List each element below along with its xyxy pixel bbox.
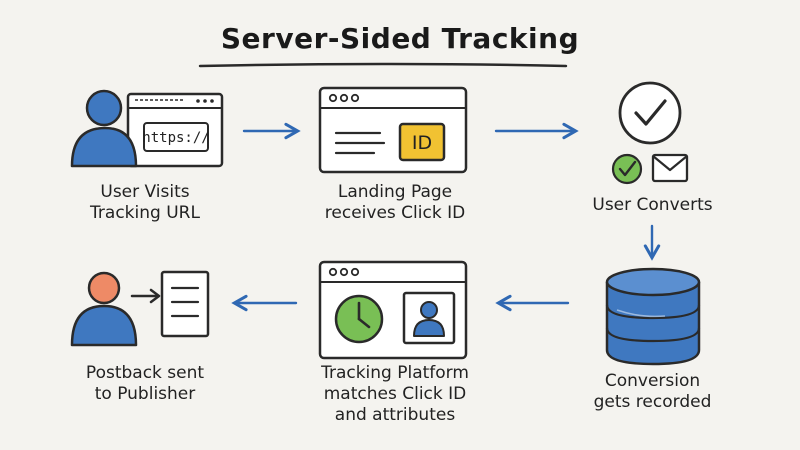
step-label-line: Conversion	[604, 371, 701, 391]
step-label-line: User Visits	[100, 182, 190, 202]
step-label-line: Tracking URL	[90, 203, 200, 223]
step-label-conversion-recorded: Conversion gets recorded	[565, 371, 740, 413]
arrow-into-list-icon	[130, 288, 161, 304]
step-label-line: matches Click ID	[323, 384, 467, 404]
envelope-icon	[651, 153, 689, 183]
step-label-user-converts: User Converts	[565, 195, 740, 216]
user-visits-illustration	[70, 89, 224, 168]
clock-icon	[334, 294, 384, 344]
title-underline	[198, 62, 568, 68]
step-label-landing-page: Landing Page receives Click ID	[300, 182, 490, 224]
browser-window-icon	[126, 92, 224, 168]
step-label-line: Postback sent	[85, 363, 205, 383]
step-label-line: receives Click ID	[324, 203, 466, 223]
profile-card-icon	[402, 291, 456, 345]
document-list-icon	[160, 270, 210, 338]
click-id-badge	[398, 122, 446, 162]
big-checkmark-icon	[618, 81, 682, 145]
step-label-line: Landing Page	[337, 182, 453, 202]
user-converts-illustration	[611, 81, 689, 185]
step-label-line: User Converts	[592, 195, 713, 215]
landing-page-illustration	[318, 86, 468, 174]
step-label-postback: Postback sent to Publisher	[60, 363, 230, 405]
step-label-line: gets recorded	[593, 392, 712, 412]
step-label-user-visits: User Visits Tracking URL	[60, 182, 230, 224]
user-person-icon	[70, 89, 138, 168]
url-badge-text: https://	[142, 130, 209, 146]
database-icon	[605, 267, 701, 366]
tracking-platform-illustration	[318, 260, 468, 360]
click-id-badge-text: ID	[412, 132, 432, 154]
step-label-line: Tracking Platform	[321, 363, 469, 383]
publisher-person-icon	[70, 271, 138, 347]
step-label-line: and attributes	[334, 405, 456, 425]
diagram-title: Server-Sided Tracking	[220, 22, 580, 55]
green-checkmark-icon	[611, 153, 643, 185]
postback-illustration	[70, 270, 210, 347]
step-label-line: to Publisher	[94, 384, 196, 404]
step-label-tracking-platform: Tracking Platform matches Click ID and a…	[300, 363, 490, 426]
